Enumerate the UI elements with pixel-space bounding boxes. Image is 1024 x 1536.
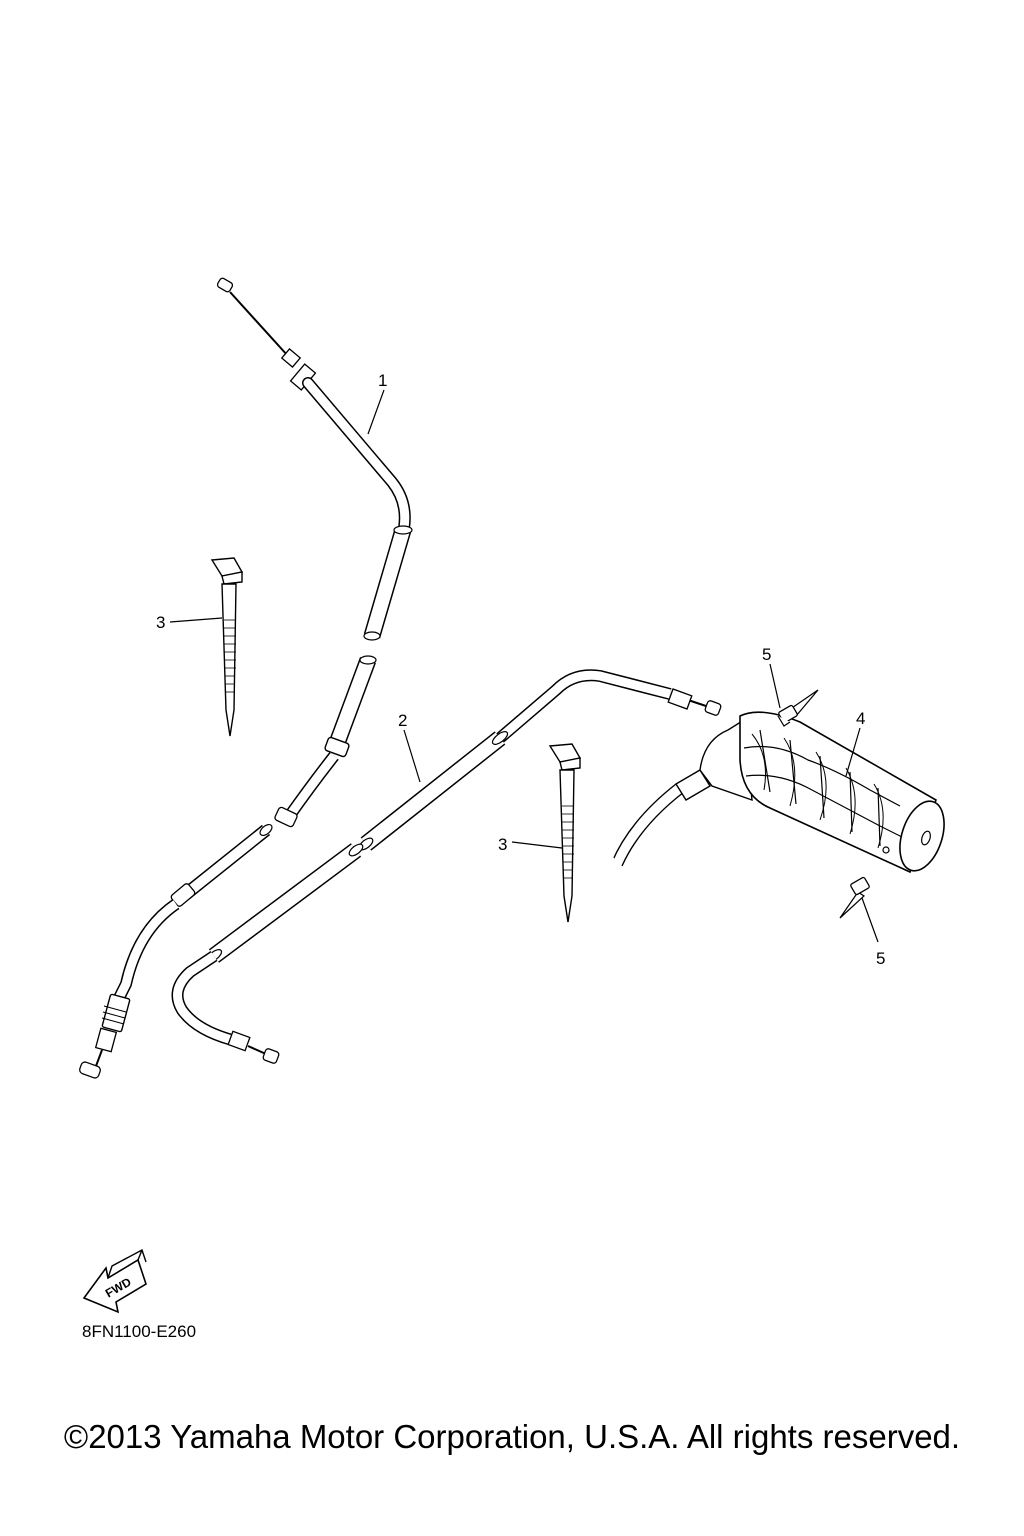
- leader-lines: [169, 389, 879, 943]
- callout-part-3-upper: 3: [156, 613, 165, 632]
- copyright-notice: ©2013 Yamaha Motor Corporation, U.S.A. A…: [63, 1418, 961, 1455]
- cable-1: [79, 277, 413, 1079]
- cable-tie-upper: [210, 557, 244, 737]
- throttle-grip: [607, 711, 945, 874]
- cable-tie-lower: [548, 743, 582, 923]
- callout-part-2: 2: [398, 711, 407, 730]
- fwd-arrow-icon: FWD: [82, 1248, 147, 1314]
- callout-part-5-lower: 5: [876, 949, 885, 968]
- rivet-lower: [839, 876, 870, 919]
- callout-part-3-lower: 3: [498, 835, 507, 854]
- callout-part-1: 1: [378, 371, 387, 390]
- rivet-upper: [777, 689, 819, 727]
- diagram-code: 8FN1100-E260: [82, 1322, 197, 1341]
- callout-part-5-upper: 5: [762, 645, 771, 664]
- callout-part-4: 4: [856, 709, 865, 728]
- cable-2: [171, 669, 722, 1064]
